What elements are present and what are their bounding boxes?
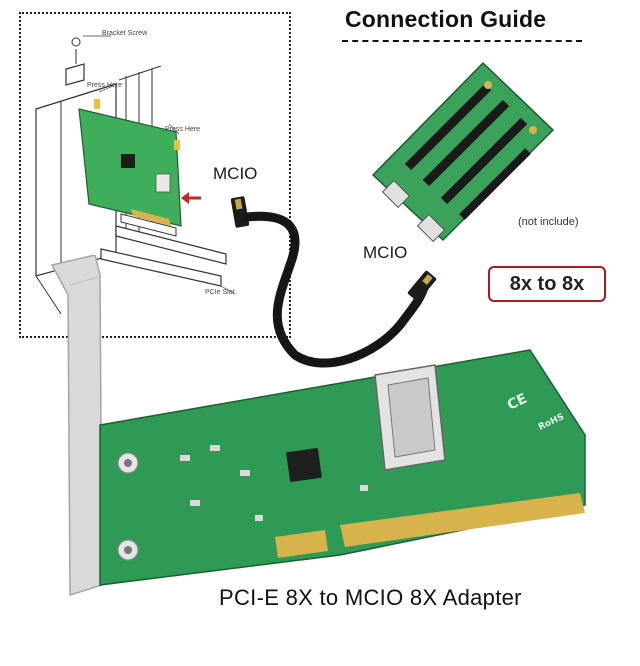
bracket-screw-label: Bracket Screw bbox=[102, 30, 148, 37]
adapter-card-image: CE RoHS bbox=[50, 255, 586, 597]
title-underline bbox=[342, 40, 582, 42]
press-here-label: Press Here bbox=[87, 82, 123, 89]
svg-text:CE: CE bbox=[505, 391, 530, 414]
mcio-label-left: MCIO bbox=[213, 164, 258, 183]
press-marker-icon bbox=[174, 140, 180, 150]
press-here-label: Press Here bbox=[165, 126, 201, 133]
lane-ratio-badge: 8x to 8x bbox=[488, 266, 606, 302]
page-title: Connection Guide bbox=[345, 6, 547, 32]
press-marker-icon bbox=[94, 99, 100, 109]
pcie-slot-label: PCIe Slot bbox=[205, 289, 235, 296]
installation-diagram bbox=[35, 35, 236, 315]
product-caption: PCI-E 8X to MCIO 8X Adapter bbox=[219, 585, 522, 610]
mcio-cable bbox=[230, 196, 437, 368]
not-included-note: (not include) bbox=[518, 216, 579, 228]
riser-board-image bbox=[371, 61, 555, 243]
mcio-label-right: MCIO bbox=[363, 243, 408, 262]
screw-icon bbox=[71, 37, 81, 47]
installation-diagram-frame bbox=[19, 12, 291, 338]
